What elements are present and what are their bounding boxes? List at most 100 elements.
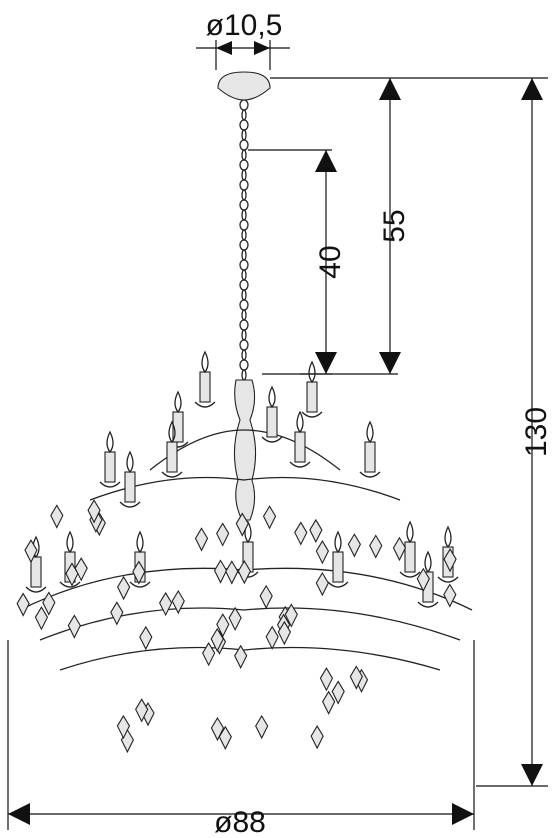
chain-link <box>239 299 249 311</box>
candle <box>161 420 183 478</box>
crystal-pendant <box>259 584 273 610</box>
total-height-dimension: 130 <box>398 77 553 787</box>
crystal-pendant <box>392 536 407 562</box>
crystal-pendant <box>284 603 298 628</box>
chain-link <box>239 179 249 191</box>
chain-link <box>241 129 247 141</box>
canopy-diameter-dimension: ø10,5 <box>196 9 290 70</box>
crystal-pendant <box>237 560 251 585</box>
crystal-pendant <box>349 665 363 690</box>
crystal-pendant <box>216 613 230 638</box>
crystal-pendant <box>315 571 329 597</box>
candle <box>167 390 189 448</box>
candle <box>359 420 381 478</box>
crystal-pendant <box>50 504 64 529</box>
crystal-pendant <box>218 725 232 751</box>
crystal-pendant <box>443 548 457 573</box>
candle <box>194 350 216 408</box>
crystal-pendant <box>331 680 345 705</box>
chain-link <box>239 139 249 151</box>
overall-diameter-dimension: ø88 <box>7 640 475 838</box>
candle <box>289 410 311 468</box>
candle <box>399 520 421 578</box>
crystal-pendant <box>116 714 131 740</box>
crystal-pendant <box>228 606 242 632</box>
candle <box>99 430 121 488</box>
crystal-pendant <box>74 557 88 582</box>
chain-link <box>241 369 247 381</box>
crystal-pendant <box>24 539 38 564</box>
crystal-pendant <box>132 560 146 585</box>
chain-link <box>241 229 247 241</box>
crystal-pendant <box>210 716 225 742</box>
crystal-pendant <box>322 690 336 715</box>
crystal-pendant <box>87 499 101 524</box>
crystal-pendant <box>309 518 323 544</box>
crystal-pendant <box>194 527 209 552</box>
chain-link <box>239 339 249 351</box>
chain-link <box>241 109 247 121</box>
chain-link <box>241 329 247 341</box>
drop-short-label: 40 <box>314 245 347 278</box>
chain-link <box>239 319 249 331</box>
drop-long-label: 55 <box>378 209 411 242</box>
crystal-pendant <box>234 644 248 670</box>
crystal-pendant <box>117 575 131 601</box>
chain-link <box>239 239 249 251</box>
crystal-pendant <box>265 625 279 650</box>
chain-link <box>241 269 247 281</box>
crystal-pendant <box>42 591 56 616</box>
drop-long-dimension: 55 <box>270 77 411 375</box>
crystal-pendant <box>225 560 239 585</box>
crystal-pendant <box>369 534 383 559</box>
chain-link <box>241 349 247 361</box>
chain-link <box>241 289 247 301</box>
chain-link <box>241 189 247 201</box>
chain-link <box>241 249 247 261</box>
crystal-pendant <box>255 714 269 740</box>
chain-link <box>239 279 249 291</box>
crystal-pendant <box>235 512 249 537</box>
crystal-pendant <box>34 606 49 631</box>
chain-link <box>239 219 249 231</box>
crystal-pendant <box>213 559 228 584</box>
chain-link <box>241 209 247 221</box>
candle <box>261 385 283 443</box>
candle <box>327 530 349 588</box>
chain-link <box>241 309 247 321</box>
crystal-pendant <box>310 725 324 750</box>
crystal-pendant <box>210 627 224 653</box>
crystal-pendant <box>16 592 30 617</box>
chandelier-illustration <box>16 71 473 754</box>
crystal-pendant <box>347 533 361 558</box>
canopy-diameter-label: ø10,5 <box>206 9 283 42</box>
total-height-label: 130 <box>520 407 553 457</box>
overall-diameter-label: ø88 <box>214 806 266 838</box>
crystal-pendant <box>443 583 457 608</box>
chain-link <box>241 149 247 161</box>
crystal-pendant <box>139 625 153 651</box>
crystal-pendant <box>294 521 308 546</box>
chain-link <box>239 259 249 271</box>
crystal-pendant <box>159 591 173 617</box>
candle <box>301 360 323 418</box>
crystal-pendant <box>216 522 230 547</box>
chain-link <box>241 169 247 181</box>
candle <box>119 450 141 508</box>
crystal-pendant <box>135 698 149 723</box>
chain-link <box>239 119 249 131</box>
chain-link <box>239 99 249 111</box>
chain-link <box>239 159 249 171</box>
crystal-pendant <box>67 614 81 639</box>
crystal-pendant <box>171 589 185 615</box>
drop-short-dimension: 40 <box>248 149 347 375</box>
crystal-pendant <box>319 667 334 692</box>
crystal-pendant <box>277 620 291 646</box>
crystal-pendant <box>416 567 430 592</box>
chain-link <box>239 359 249 371</box>
chain-link <box>239 199 249 211</box>
crystal-pendant <box>202 642 216 667</box>
crystal-pendant <box>110 601 124 626</box>
crystal-pendant <box>315 540 330 565</box>
